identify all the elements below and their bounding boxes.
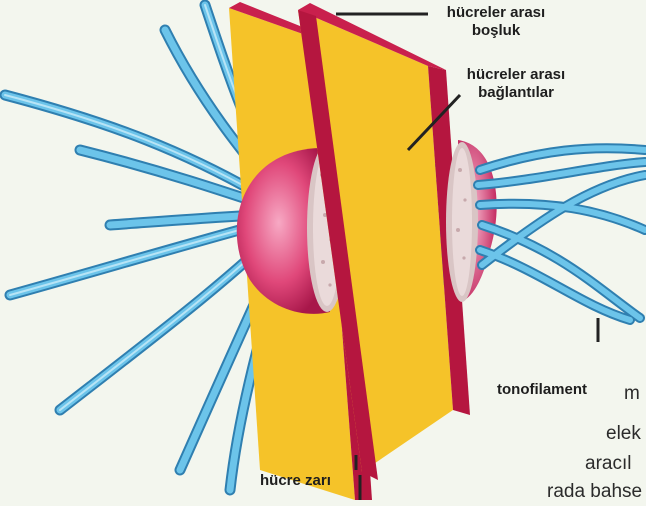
label-tonofilament: tonofilament — [497, 381, 587, 399]
label-intercellular-junctions-line1: hücreler arası — [450, 66, 582, 84]
label-cell-membrane: hücre zarı — [260, 472, 331, 490]
label-intercellular-space-line2: boşluk — [430, 22, 562, 40]
body-text-fragment-4: rada bahse — [547, 481, 642, 503]
label-intercellular-space-line1: hücreler arası — [430, 4, 562, 22]
body-text-fragment-2: elek — [606, 423, 641, 445]
body-text-fragment-1: m — [624, 383, 640, 405]
label-intercellular-junctions: hücreler arası bağlantılar — [450, 66, 582, 102]
label-intercellular-space: hücreler arası boşluk — [430, 4, 562, 40]
right-tonofilament-bundle — [478, 148, 645, 320]
label-intercellular-junctions-line2: bağlantılar — [450, 84, 582, 102]
body-text-fragment-3: aracıl — [585, 453, 631, 475]
